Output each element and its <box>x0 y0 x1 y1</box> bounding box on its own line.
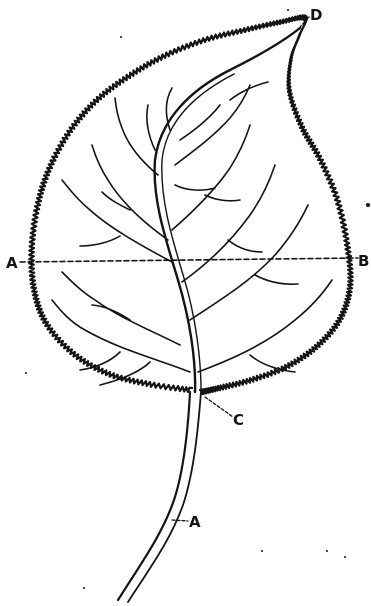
label-width-b: B <box>358 252 369 270</box>
midrib-inner-edge <box>162 74 234 390</box>
petiole-leader-line <box>172 520 188 521</box>
label-width-a: A <box>6 254 18 272</box>
petiole <box>118 392 190 600</box>
midrib <box>155 28 300 392</box>
label-apex-d: D <box>310 6 322 24</box>
base-leader-line <box>205 397 233 417</box>
label-petiole-a: A <box>189 513 201 531</box>
width-dashed-line <box>20 258 358 262</box>
petiole-inner-edge <box>128 392 201 602</box>
label-base-c: C <box>233 411 244 429</box>
